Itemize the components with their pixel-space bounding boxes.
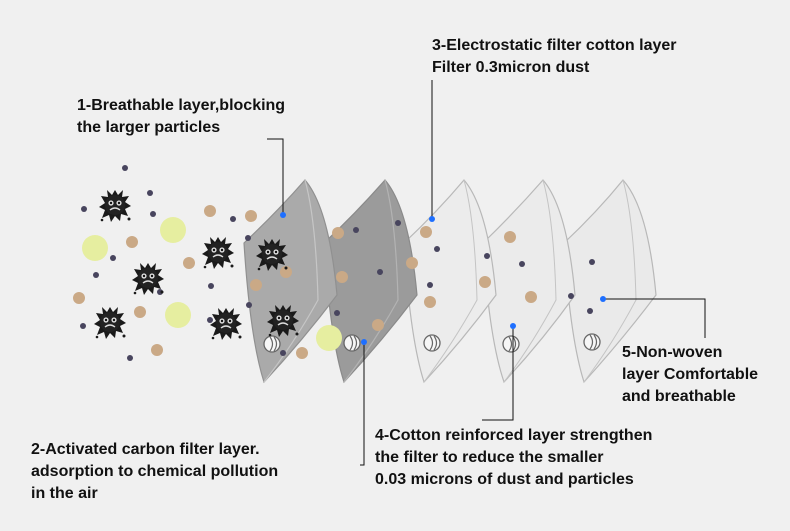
dust-particle-icon [296, 347, 308, 359]
fine-particle-icon [230, 216, 236, 222]
layer-4-cotton-reinforced [482, 179, 576, 384]
dust-particle-icon [183, 257, 195, 269]
fine-particle-icon [395, 220, 401, 226]
label-layer-3-line-1: 3-Electrostatic filter cotton layer [432, 37, 677, 54]
label-layer-4-line-1: 4-Cotton reinforced layer strengthen [375, 427, 653, 444]
dust-particle-icon [525, 291, 537, 303]
marker-dot-layer-3 [429, 216, 435, 222]
fine-particle-icon [81, 206, 87, 212]
fine-particle-icon [246, 302, 252, 308]
germ-icon [201, 236, 235, 270]
fine-particle-icon [127, 355, 133, 361]
marker-dot-layer-5 [600, 296, 606, 302]
label-layer-5: 5-Non-woven layer Comfortable and breath… [622, 342, 758, 408]
fine-particle-icon [147, 190, 153, 196]
fine-particle-icon [280, 350, 286, 356]
dust-particle-icon [406, 257, 418, 269]
dust-particle-icon [134, 306, 146, 318]
pollen-icon [82, 235, 108, 261]
fine-particle-icon [519, 261, 525, 267]
fine-particle-icon [207, 317, 213, 323]
fine-particle-icon [122, 165, 128, 171]
pollen-icon [165, 302, 191, 328]
label-layer-3: 3-Electrostatic filter cotton layer Filt… [432, 35, 677, 79]
fine-particle-icon [353, 227, 359, 233]
dust-particle-icon [332, 227, 344, 239]
valve-icon [423, 334, 441, 352]
marker-dot-layer-2 [361, 339, 367, 345]
dust-particle-icon [280, 266, 292, 278]
layer-1-breathable [243, 179, 338, 384]
valve-icon [583, 333, 601, 351]
dust-particle-icon [151, 344, 163, 356]
fine-particle-icon [434, 246, 440, 252]
germ-icon [209, 307, 243, 341]
dust-particle-icon [372, 319, 384, 331]
label-layer-1: 1-Breathable layer,blocking the larger p… [77, 95, 285, 139]
fine-particle-icon [150, 211, 156, 217]
fine-particle-icon [80, 323, 86, 329]
label-layer-2: 2-Activated carbon filter layer. adsorpt… [31, 439, 278, 505]
dust-particle-icon [250, 279, 262, 291]
dust-particle-icon [424, 296, 436, 308]
dust-particle-icon [245, 210, 257, 222]
label-layer-1-line-1: 1-Breathable layer,blocking [77, 97, 286, 114]
fine-particle-icon [110, 255, 116, 261]
fine-particle-icon [589, 259, 595, 265]
fine-particle-icon [157, 289, 163, 295]
label-layer-5-line-1: 5-Non-woven [622, 344, 723, 361]
label-layer-1-line-2: the larger particles [77, 119, 221, 136]
marker-dots [280, 212, 606, 345]
label-layer-4-line-3: 0.03 microns of dust and particles [375, 471, 634, 488]
pollen-icon [160, 217, 186, 243]
fine-particles [80, 165, 595, 361]
dust-particle-icon [73, 292, 85, 304]
valve-icon [343, 334, 361, 352]
dust-particle-icon [126, 236, 138, 248]
germ-icon [93, 306, 127, 340]
germ-icon [98, 189, 132, 223]
dust-particles [73, 205, 537, 359]
label-layer-4: 4-Cotton reinforced layer strengthen the… [375, 425, 652, 491]
dust-particle-icon [504, 231, 516, 243]
dust-particle-icon [420, 226, 432, 238]
label-layer-2-line-1: 2-Activated carbon filter layer. [31, 441, 260, 458]
valve-icon [502, 335, 520, 353]
fine-particle-icon [245, 235, 251, 241]
label-layer-5-line-3: and breathable [622, 388, 736, 405]
leader-line-layer-1 [267, 138, 284, 214]
dust-particle-icon [336, 271, 348, 283]
pollen-particles [82, 217, 342, 351]
fine-particle-icon [208, 283, 214, 289]
fine-particle-icon [427, 282, 433, 288]
leader-lines [267, 80, 706, 466]
leader-line-layer-2 [360, 342, 365, 466]
marker-dot-layer-1 [280, 212, 286, 218]
marker-dot-layer-4 [510, 323, 516, 329]
fine-particle-icon [568, 293, 574, 299]
leader-line-layer-4 [482, 326, 514, 421]
dust-particle-icon [204, 205, 216, 217]
dust-particle-icon [479, 276, 491, 288]
label-layer-4-line-2: the filter to reduce the smaller [375, 449, 604, 466]
valve-icon [263, 335, 281, 353]
fine-particle-icon [377, 269, 383, 275]
fine-particle-icon [587, 308, 593, 314]
fine-particle-icon [334, 310, 340, 316]
leader-line-layer-5 [603, 298, 706, 338]
label-layer-5-line-2: layer Comfortable [622, 366, 759, 383]
label-layer-2-line-2: adsorption to chemical pollution [31, 463, 279, 480]
fine-particle-icon [93, 272, 99, 278]
label-layer-2-line-3: in the air [31, 485, 98, 502]
label-layer-3-line-2: Filter 0.3micron dust [432, 59, 590, 76]
fine-particle-icon [484, 253, 490, 259]
layer-5-non-woven [563, 179, 657, 384]
pollen-icon [316, 325, 342, 351]
